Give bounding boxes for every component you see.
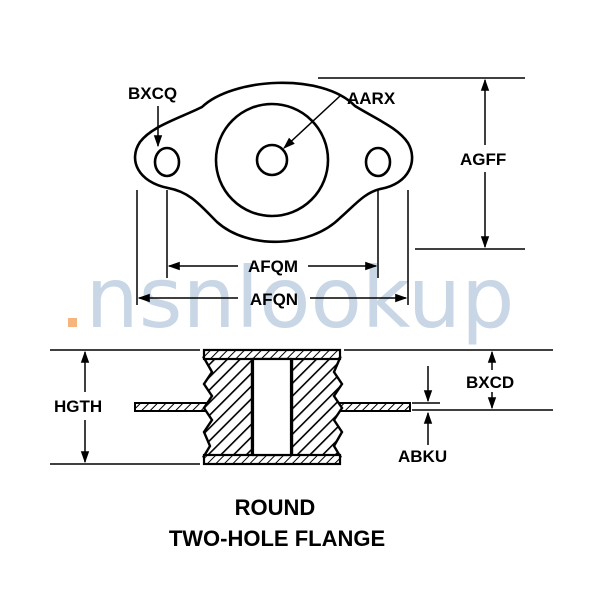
body-left-half xyxy=(201,356,254,458)
label-agff: AGFF xyxy=(460,150,506,169)
top-cap xyxy=(202,348,342,361)
label-aarx: AARX xyxy=(347,89,396,108)
label-bxcq: BXCQ xyxy=(128,84,177,103)
side-dimension-lines xyxy=(50,349,553,465)
label-abku: ABKU xyxy=(398,447,447,466)
bottom-cap xyxy=(202,453,342,466)
label-hgth: HGTH xyxy=(54,397,102,416)
caption: ROUND TWO-HOLE FLANGE xyxy=(169,495,385,551)
center-boss xyxy=(214,102,330,218)
side-section-view xyxy=(134,348,411,466)
dimension-labels: BXCQ AARX AGFF AFQM AFQN HGTH BXCD ABKU xyxy=(54,84,514,466)
flange-outline xyxy=(133,81,414,244)
caption-line-1: ROUND xyxy=(235,495,316,520)
top-dimension-lines xyxy=(136,77,525,305)
caption-line-2: TWO-HOLE FLANGE xyxy=(169,526,385,551)
mounting-hole-left xyxy=(153,146,181,178)
top-view xyxy=(133,81,414,244)
label-afqn: AFQN xyxy=(250,290,298,309)
center-bore xyxy=(251,357,293,457)
label-afqm: AFQM xyxy=(248,257,298,276)
flange-plate-left xyxy=(134,402,214,412)
watermark-accent-dot xyxy=(68,318,77,327)
center-hole xyxy=(255,143,289,177)
label-bxcd: BXCD xyxy=(466,373,514,392)
body-right-half xyxy=(290,356,344,458)
mounting-hole-right xyxy=(364,146,392,178)
